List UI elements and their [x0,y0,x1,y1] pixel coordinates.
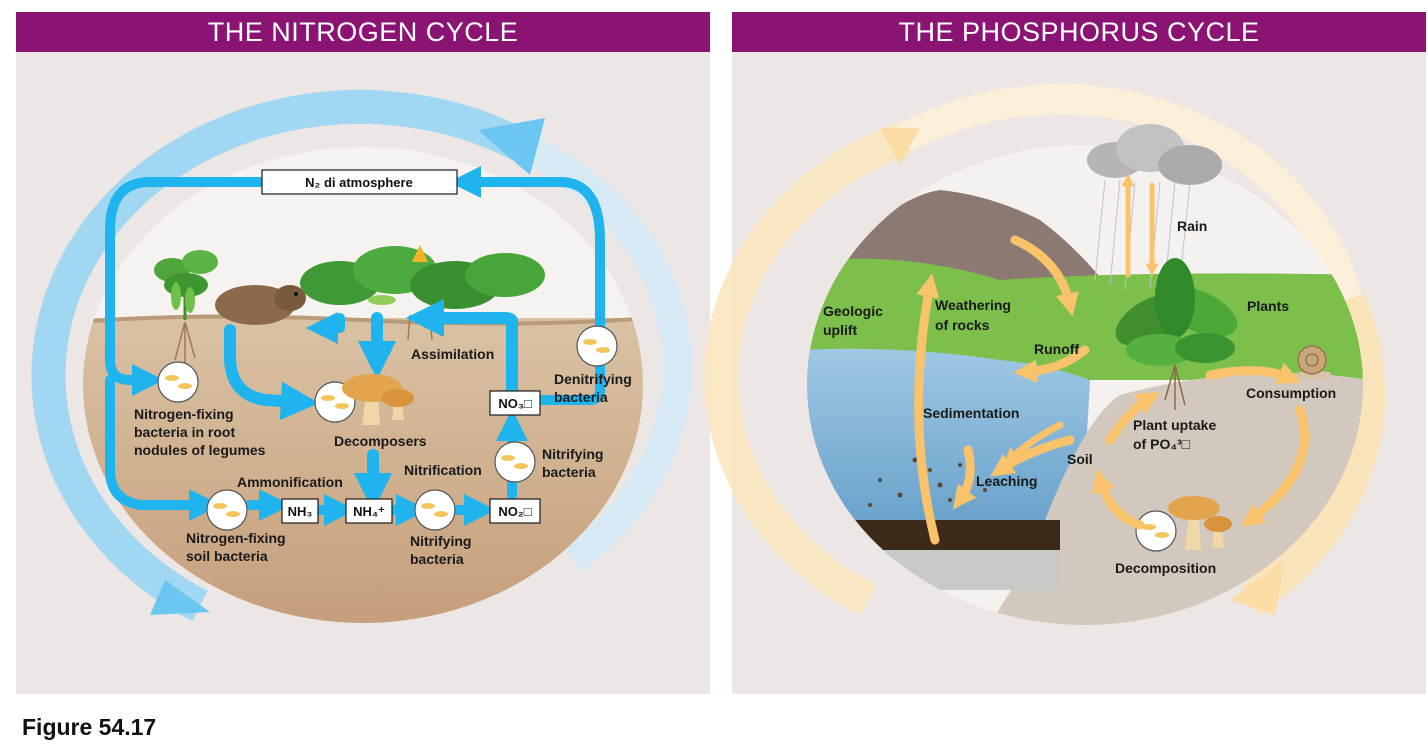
sedimentation-arrow [952,445,977,510]
nh3-label: NH₃ [288,504,313,519]
cloud-icon [1087,124,1222,291]
mushroom-icon [342,374,414,425]
legume-plant-icon [154,250,218,365]
no2-box: NO₂□ [489,498,541,524]
rain-label: Rain [1177,218,1207,234]
bacteria-icons [157,325,618,531]
nitrifying-lower-label-line1: Nitrifying [410,533,471,549]
weathering-label-line1: Weathering [935,297,1011,313]
sediment-arrow [1003,421,1064,467]
outer-arrowhead-right [1230,560,1285,615]
nitrification-label: Nitrification [404,462,482,478]
nitrogen-title: THE NITROGEN CYCLE [16,12,710,52]
geologic-label-line2: uplift [823,322,858,338]
phosphorus-flow-arrows [914,173,1309,545]
decomposition-mushroom-icon [1168,496,1232,550]
bacteria-rods [165,339,610,517]
plant-uptake-label-line1: Plant uptake [1133,417,1216,433]
nitrifying-bacteria-lower-icon [414,489,456,531]
weathering-label-line2: of rocks [935,317,990,333]
consumption-label: Consumption [1246,385,1336,401]
sedimentation-label: Sedimentation [923,405,1019,421]
geologic-label-line1: Geologic [823,303,883,319]
denitrifying-label-line2: bacteria [554,389,608,405]
nitrogen-flow-arrows [105,165,605,527]
root-bacteria-label-line1: Nitrogen-fixing [134,406,234,422]
decomposers-label: Decomposers [334,433,427,449]
decomposition-to-soil-arrow [1091,468,1145,530]
phosphorus-outer-cycle [704,84,1386,616]
plant-uptake-arrow [1105,391,1161,445]
soil-bacteria-label-line1: Nitrogen-fixing [186,530,286,546]
nh3-box: NH₃ [281,498,319,524]
consumer-to-decomposition-arrow [1240,405,1309,527]
root-bacteria-label-line3: nodules of legumes [134,442,266,458]
no3-box: NO₃□ [489,390,541,416]
plants-label: Plants [1247,298,1289,314]
geologic-uplift-arrow [914,273,940,545]
weathering-arrow [1010,235,1079,317]
runoff-arrow [1013,345,1090,384]
no2-label: NO₂□ [498,504,531,519]
decomposition-bacteria-rods [1142,524,1169,538]
n2-atmosphere-label: N₂ di atmosphere [305,175,413,190]
n2-atmosphere-box: N₂ di atmosphere [261,169,458,195]
n2-to-root-bacteria-arrow [105,177,267,397]
plant-icon [1115,258,1238,410]
leaching-label: Leaching [976,473,1037,489]
nh4-label: NH₄⁺ [353,504,385,519]
denitrification-arrow [448,165,605,405]
nitrifying-bacteria-upper-icon [494,441,536,483]
soil-bacteria-icon [206,489,248,531]
outer-arrowhead-left [880,128,920,165]
animal-to-decomposers-arrow [224,324,320,421]
phosphorus-title: THE PHOSPHORUS CYCLE [732,12,1426,52]
root-bacteria-label-line2: bacteria in root [134,424,235,440]
decomposition-bacteria-icon [1135,510,1177,552]
assimilation-label: Assimilation [411,346,494,362]
squash-plant-icon [300,245,545,341]
nh4-box: NH₄⁺ [345,498,393,524]
no3-to-plant-arrow [405,298,518,396]
nitrifying-upper-label-line1: Nitrifying [542,446,603,462]
nitrifying-upper-label-line2: bacteria [542,464,596,480]
ammonification-label: Ammonification [237,474,343,490]
outer-arrowhead-bottom [150,580,210,615]
denitrifying-label-line1: Denitrifying [554,371,632,387]
runoff-label: Runoff [1034,341,1079,357]
decomposition-label: Decomposition [1115,560,1216,576]
n2-to-soil-bacteria-arrow [105,375,222,522]
nitrifying-lower-label-line2: bacteria [410,551,464,567]
consumption-arrow [1205,362,1301,385]
root-bacteria-icon [157,361,199,403]
soil-label: Soil [1067,451,1093,467]
phosphorus-scene [807,145,1363,625]
figure-caption: Figure 54.17 [22,714,157,740]
plant-uptake-label-line2: of PO₄³□ [1133,436,1191,452]
no3-label: NO₃□ [498,396,532,411]
plant-arrow-left [305,311,345,345]
rodent-icon [215,285,306,325]
soil-bacteria-label-line2: soil bacteria [186,548,268,564]
denitrifying-bacteria-icon [576,325,618,367]
outer-arrowhead-top [478,118,545,175]
